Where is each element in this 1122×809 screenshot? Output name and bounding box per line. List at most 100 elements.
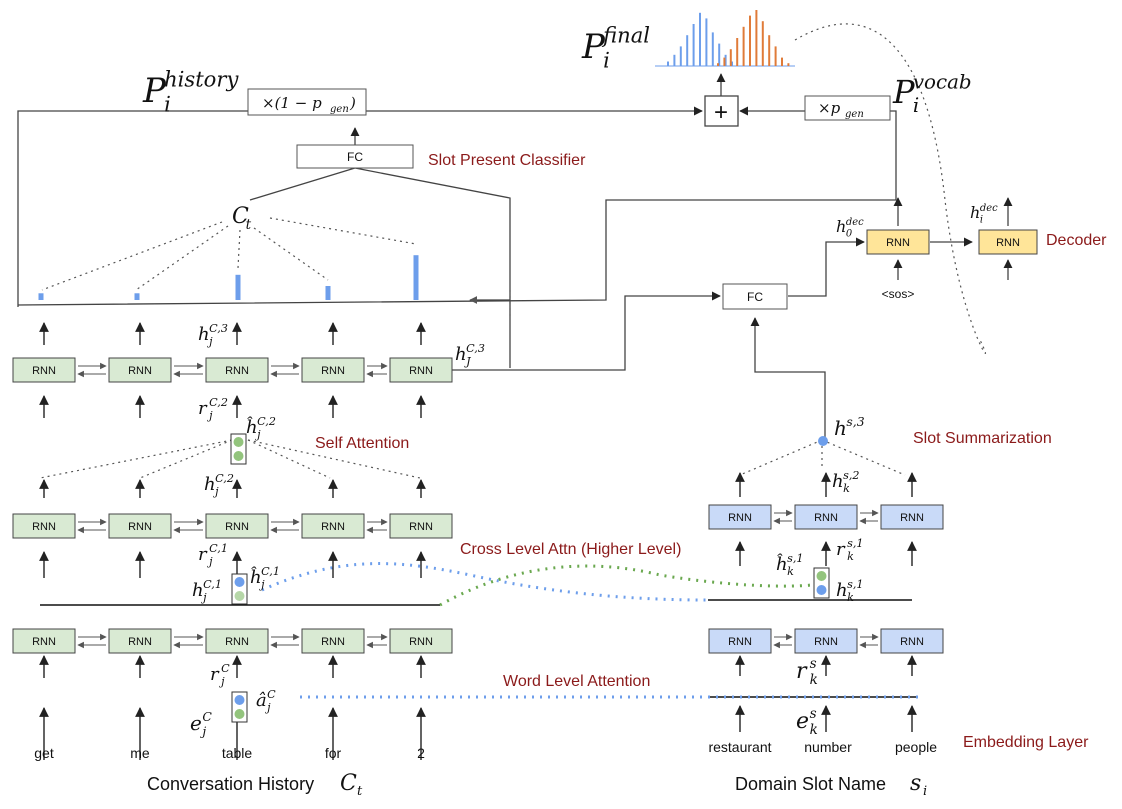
- math-sub: j: [264, 701, 271, 714]
- blue-dot: [234, 577, 245, 587]
- math-sub: j: [199, 724, 206, 739]
- rnn-label: RNN: [728, 636, 752, 648]
- math-base: h: [970, 203, 980, 222]
- conversation-history-title: Conversation History C t: [147, 771, 363, 799]
- math-sub: j: [200, 591, 207, 604]
- fc-label: FC: [347, 150, 363, 164]
- math-base: C: [232, 204, 249, 229]
- math-sup: s,1: [787, 552, 803, 565]
- fc-decoder-init: FC: [722, 283, 788, 310]
- conversation-history-text: Conversation History: [147, 774, 314, 794]
- math-sub: i: [603, 48, 610, 73]
- conversation-history-symbol: C: [340, 771, 357, 796]
- rnn-label: RNN: [128, 365, 152, 377]
- math-base: h: [198, 324, 210, 345]
- decoder-label: Decoder: [1046, 232, 1107, 249]
- domain-slot-title: Domain Slot Name s i: [735, 771, 927, 799]
- math-sup: s,2: [843, 469, 859, 482]
- math-base: P: [581, 27, 606, 67]
- math-base: ĥ: [246, 415, 258, 438]
- slot-summary-dot: [818, 436, 828, 446]
- history-rnn-cell: RNN: [301, 357, 365, 383]
- fc-slot-classifier: FC: [296, 144, 414, 169]
- rnn-label: RNN: [728, 512, 752, 524]
- math-base: h: [455, 344, 467, 365]
- rnn-label: RNN: [886, 237, 910, 249]
- slot-rnn-cell: RNN: [880, 504, 944, 530]
- self-attention-capsule: [230, 433, 247, 465]
- history-rnn-cell: RNN: [12, 628, 76, 654]
- cross-attention-capsule-slot: [813, 567, 830, 599]
- rnn-label: RNN: [32, 636, 56, 648]
- math-sup: dec: [846, 217, 864, 228]
- history-word: me: [130, 745, 150, 761]
- history-rnn-cell: RNN: [108, 357, 172, 383]
- history-rnn-cell: RNN: [108, 628, 172, 654]
- history-rnn-cell: RNN: [205, 513, 269, 539]
- math-sup: C: [202, 709, 212, 724]
- math-sub: k: [843, 482, 850, 495]
- cross-level-attn-label: Cross Level Attn (Higher Level): [460, 541, 681, 558]
- math-base: h: [836, 217, 846, 236]
- history-rnn-cell: RNN: [205, 628, 269, 654]
- rnn-label: RNN: [900, 512, 924, 524]
- math-sub: i: [164, 92, 171, 117]
- rnn-label: RNN: [321, 636, 345, 648]
- math-sub: j: [206, 409, 213, 422]
- math-sub: k: [847, 591, 854, 604]
- slot-word: people: [895, 739, 937, 755]
- math-base: h: [836, 580, 848, 601]
- history-rnn-cell: RNN: [389, 357, 453, 383]
- conversation-history-sub: t: [357, 784, 363, 799]
- history-rnn-cell: RNN: [12, 357, 76, 383]
- rnn-label: RNN: [128, 636, 152, 648]
- math-sup: C,1: [261, 565, 280, 578]
- rnn-label: RNN: [814, 512, 838, 524]
- math-sup: dec: [980, 203, 998, 214]
- history-rnn-cell: RNN: [301, 513, 365, 539]
- math-sup: C: [221, 662, 230, 675]
- domain-slot-text: Domain Slot Name: [735, 774, 886, 794]
- math-sub: k: [787, 565, 794, 578]
- math-sub: j: [258, 578, 265, 591]
- math-base: ĥ: [776, 552, 788, 575]
- green-dot: [816, 571, 827, 581]
- slot-word: restaurant: [708, 739, 771, 755]
- rnn-label: RNN: [814, 636, 838, 648]
- math-sup: s: [810, 706, 817, 722]
- math-sup: s,1: [847, 537, 863, 550]
- gate-vocab: ×p gen: [804, 95, 891, 121]
- math-base: h: [832, 471, 844, 492]
- slot-rnn-cell: RNN: [880, 628, 944, 654]
- slot-present-classifier-label: Slot Present Classifier: [428, 152, 586, 169]
- math-sup: C,2: [215, 472, 234, 485]
- history-rnn-cell: RNN: [389, 513, 453, 539]
- math-sup: s,3: [846, 414, 864, 429]
- green-dot: [233, 451, 244, 461]
- math-sub: i: [913, 94, 919, 117]
- history-word: 2: [417, 745, 425, 761]
- math-sup: C,3: [466, 342, 485, 355]
- math-sub: j: [206, 335, 213, 348]
- math-base: h: [192, 580, 204, 601]
- green-dot: [234, 591, 245, 601]
- green-dot: [233, 437, 244, 447]
- rnn-label: RNN: [321, 365, 345, 377]
- domain-slot-symbol: s: [910, 771, 921, 796]
- vocab-gate-label: ×p: [818, 99, 841, 117]
- history-word: for: [325, 745, 342, 761]
